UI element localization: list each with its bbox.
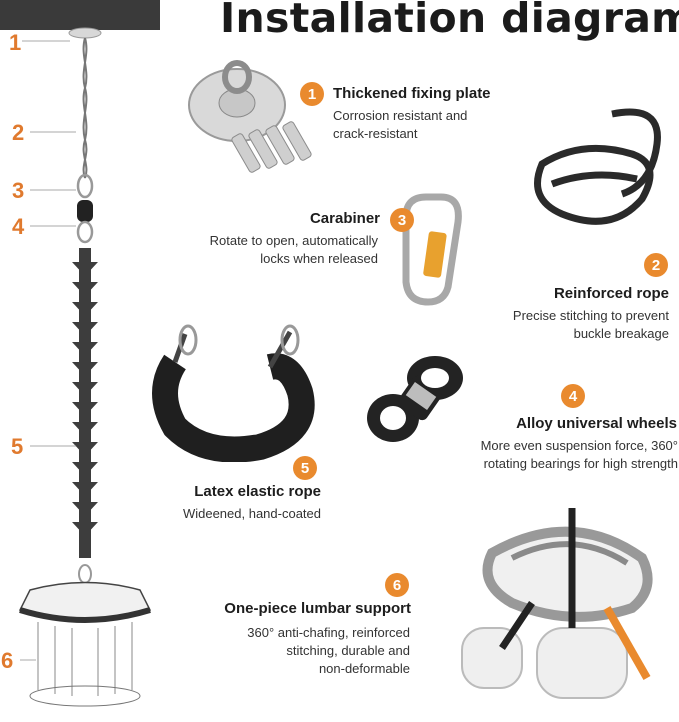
part-3-desc-line: Rotate to open, automatically <box>209 233 378 248</box>
carabiner-illustration <box>402 193 462 306</box>
part-2-desc-line: buckle breakage <box>573 326 669 341</box>
reinforced-rope-illustration <box>534 108 661 225</box>
badge-4: 4 <box>561 384 585 408</box>
side-number-6: 6 <box>1 648 14 673</box>
part-1-desc: Corrosion resistant and crack-resistant <box>333 107 467 143</box>
part-5-desc: Wideened, hand-coated <box>183 505 321 523</box>
part-4-desc-line: More even suspension force, 360° <box>480 438 678 453</box>
part-1-title: Thickened fixing plate <box>333 85 491 102</box>
badge-5: 5 <box>293 456 317 480</box>
part-3-desc: Rotate to open, automatically locks when… <box>210 232 378 268</box>
badge-3: 3 <box>390 208 414 232</box>
part-2-title: Reinforced rope <box>553 285 669 302</box>
part-4-desc: More even suspension force, 360° rotatin… <box>481 437 678 473</box>
part-6-desc-line: 360° anti-chafing, reinforced <box>247 625 410 640</box>
fixing-plate-illustration <box>188 60 312 173</box>
badge-1: 1 <box>300 82 324 106</box>
part-6-desc: 360° anti-chafing, reinforced stitching,… <box>247 624 410 678</box>
side-number-5: 5 <box>11 434 24 459</box>
part-1-desc-line: crack-resistant <box>333 126 418 141</box>
part-6-title: One-piece lumbar support <box>224 600 411 617</box>
side-number-2: 2 <box>12 120 25 145</box>
badge-6: 6 <box>385 573 409 597</box>
badge-2: 2 <box>644 253 668 277</box>
assembled-swing-illustration <box>18 27 152 707</box>
latex-elastic-rope-illustration <box>152 324 315 462</box>
part-1-desc-line: Corrosion resistant and <box>333 108 468 123</box>
ceiling-block <box>0 0 160 30</box>
page-title: Installation diagram <box>220 0 679 42</box>
part-6-desc-line: stitching, durable and <box>286 643 410 658</box>
side-number-1: 1 <box>9 30 22 55</box>
alloy-wheel-illustration <box>367 356 463 442</box>
part-2-desc: Precise stitching to prevent buckle brea… <box>513 307 669 343</box>
part-6-desc-line: non-deformable <box>318 661 410 676</box>
part-4-desc-line: rotating bearings for high strength <box>483 456 678 471</box>
part-3-desc-line: locks when released <box>260 251 378 266</box>
side-number-3: 3 <box>12 178 25 203</box>
part-4-title: Alloy universal wheels <box>516 415 677 432</box>
part-2-desc-line: Precise stitching to prevent <box>512 308 669 323</box>
part-3-title: Carabiner <box>309 210 380 227</box>
part-5-desc-line: Wideened, hand-coated <box>182 506 321 521</box>
side-number-4: 4 <box>12 214 25 239</box>
lumbar-support-illustration <box>461 508 653 699</box>
part-5-title: Latex elastic rope <box>194 483 321 500</box>
